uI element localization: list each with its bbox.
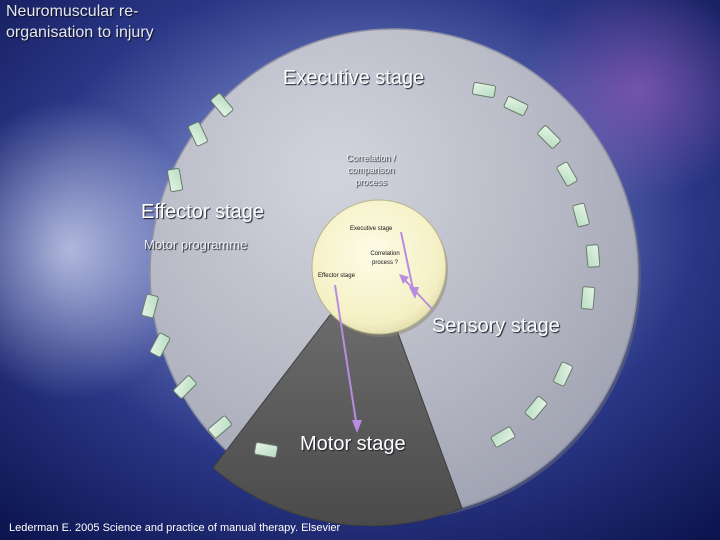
tile xyxy=(141,293,159,319)
sensory-stage-label: Sensory stage xyxy=(432,315,560,337)
motor-stage-label: Motor stage xyxy=(300,433,406,455)
inner-correlation-label: Correlation process ? xyxy=(370,251,400,266)
arrow-head-motor xyxy=(352,420,362,433)
tile xyxy=(490,426,516,448)
arrow-head-executive xyxy=(409,287,419,299)
citation-text: Lederman E. 2005 Science and practice of… xyxy=(9,522,341,534)
arrow-head-correlation xyxy=(399,274,409,284)
tile xyxy=(537,125,561,149)
arrow-to-motor-stage xyxy=(334,284,358,429)
background-glow-left xyxy=(0,100,200,400)
tile xyxy=(166,167,184,193)
tile xyxy=(503,96,529,116)
inner-circle xyxy=(311,199,447,335)
correlation-process-label: Correlation / comparison process xyxy=(346,153,396,187)
slide-title-line2: organisation to injury xyxy=(6,24,154,41)
tile xyxy=(585,244,601,268)
tile xyxy=(524,396,548,420)
tile xyxy=(253,441,279,459)
motor-programme-label: Motor programme xyxy=(144,237,248,252)
effector-stage-label: Effector stage xyxy=(141,201,265,223)
executive-stage-label: Executive stage xyxy=(283,67,425,89)
tile xyxy=(149,332,171,358)
tile xyxy=(471,81,497,99)
tile xyxy=(553,361,573,387)
arrow-from-executive xyxy=(400,231,415,295)
arrow-to-correlation xyxy=(402,277,434,311)
slide-title-line1: Neuromuscular re- xyxy=(6,3,139,20)
tile xyxy=(173,375,197,399)
tile xyxy=(188,121,208,147)
tile xyxy=(572,202,590,228)
ring-tiles xyxy=(141,81,601,459)
tile xyxy=(580,286,596,310)
tile xyxy=(208,415,232,439)
flow-arrows xyxy=(334,231,434,433)
motor-stage-sector xyxy=(212,314,463,527)
tile xyxy=(210,93,234,117)
slide-title: Neuromuscular re- organisation to injury xyxy=(6,1,154,43)
inner-executive-label: Executive stage xyxy=(350,226,393,232)
tile xyxy=(556,161,578,187)
inner-effector-label: Effector stage xyxy=(318,273,355,279)
